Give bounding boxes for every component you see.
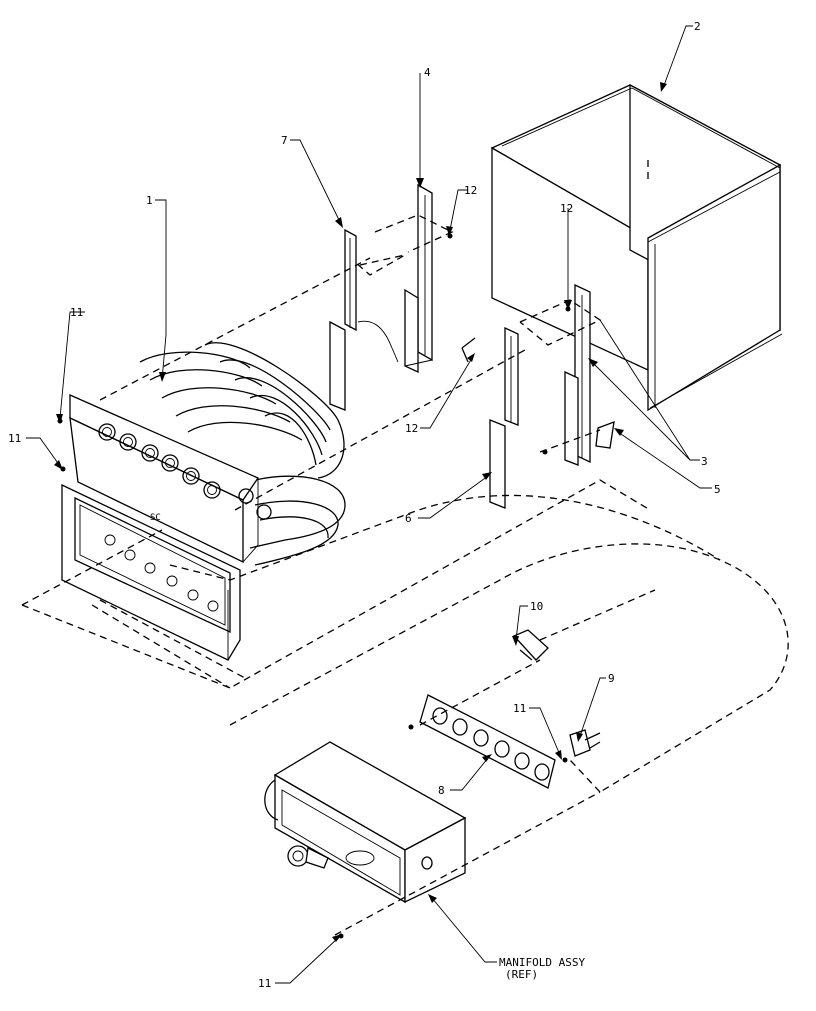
part-5-clip: [461, 337, 615, 449]
part-1-heat-exchanger: SC: [61, 342, 346, 661]
callout-11-bottom: 11: [258, 977, 271, 990]
callout-7: 7: [281, 134, 288, 147]
callout-8: 8: [438, 784, 445, 797]
callout-1: 1: [146, 194, 153, 207]
callout-5: 5: [714, 483, 721, 496]
callout-9: 9: [608, 672, 615, 685]
callout-10: 10: [530, 600, 543, 613]
callout-4: 4: [424, 66, 431, 79]
part-4-bracket: [404, 183, 433, 374]
callout-11-plate: 11: [513, 702, 526, 715]
callout-3: 3: [701, 455, 708, 468]
manifold-assembly: [264, 741, 467, 904]
callout-2: 2: [694, 20, 701, 33]
callout-12-right: 12: [560, 202, 573, 215]
screws: [57, 233, 571, 939]
leader-lines: [26, 25, 712, 984]
part-6-support: [489, 326, 519, 509]
callout-11-upper: 11: [70, 306, 83, 319]
callout-11-left: 11: [8, 432, 21, 445]
part-2-cabinet: [490, 83, 783, 412]
svg-text:SC: SC: [150, 513, 161, 523]
part-10-bracket: [512, 629, 549, 661]
callout-12-left: 12: [405, 422, 418, 435]
callout-6: 6: [405, 512, 412, 525]
part-8-burner-plate: [419, 694, 556, 789]
callout-12-top: 12: [464, 184, 477, 197]
part-9-sensor: [569, 729, 601, 757]
manifold-label: MANIFOLD ASSY: [499, 956, 585, 969]
manifold-ref-label: (REF): [505, 968, 538, 981]
part-7-bracket: [329, 228, 399, 411]
assembly-dashed-paths: [21, 214, 789, 936]
callout-labels: 1 2 3 4 5 6 7 8 9 10 11 11 11 11 12 12 1…: [8, 20, 721, 990]
